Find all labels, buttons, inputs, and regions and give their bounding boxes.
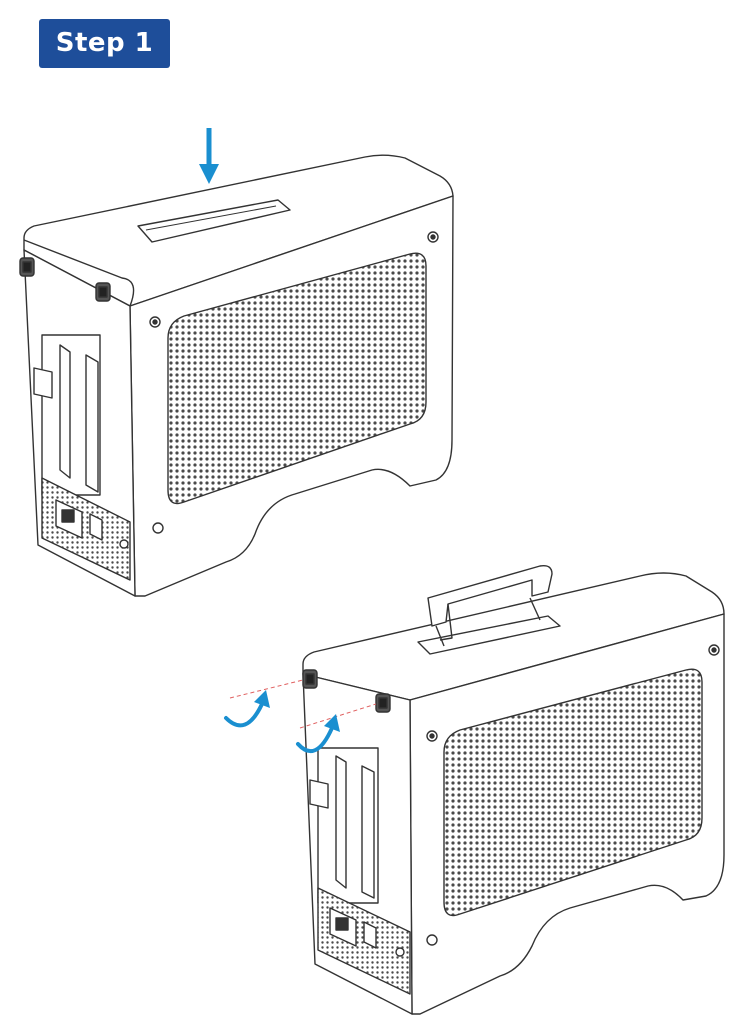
- down-arrow-icon: [199, 128, 219, 184]
- top-thumbscrew-left: [19, 257, 35, 277]
- bottom-thumbscrew-left: [302, 669, 318, 689]
- extended-handle: [417, 564, 561, 655]
- top-mesh-panel: [167, 252, 427, 505]
- top-power-switch: [89, 513, 103, 541]
- screw-guide-lines: [229, 679, 377, 729]
- enclosure-bottom: [302, 564, 725, 1015]
- bottom-thumbscrew-right: [375, 693, 391, 713]
- rotate-arrow-icon: [224, 702, 334, 754]
- step-badge: Step 1: [39, 19, 170, 68]
- enclosure-top: [19, 154, 454, 597]
- enclosure-top-lid: [23, 154, 454, 307]
- step-label: Step 1: [55, 28, 154, 58]
- bottom-power-switch: [363, 921, 377, 949]
- top-thumbscrew-right: [95, 282, 111, 302]
- bottom-mesh-panel: [443, 668, 703, 917]
- rotate-arrowhead-right: [324, 714, 340, 732]
- rotate-arrowhead-left: [254, 690, 270, 708]
